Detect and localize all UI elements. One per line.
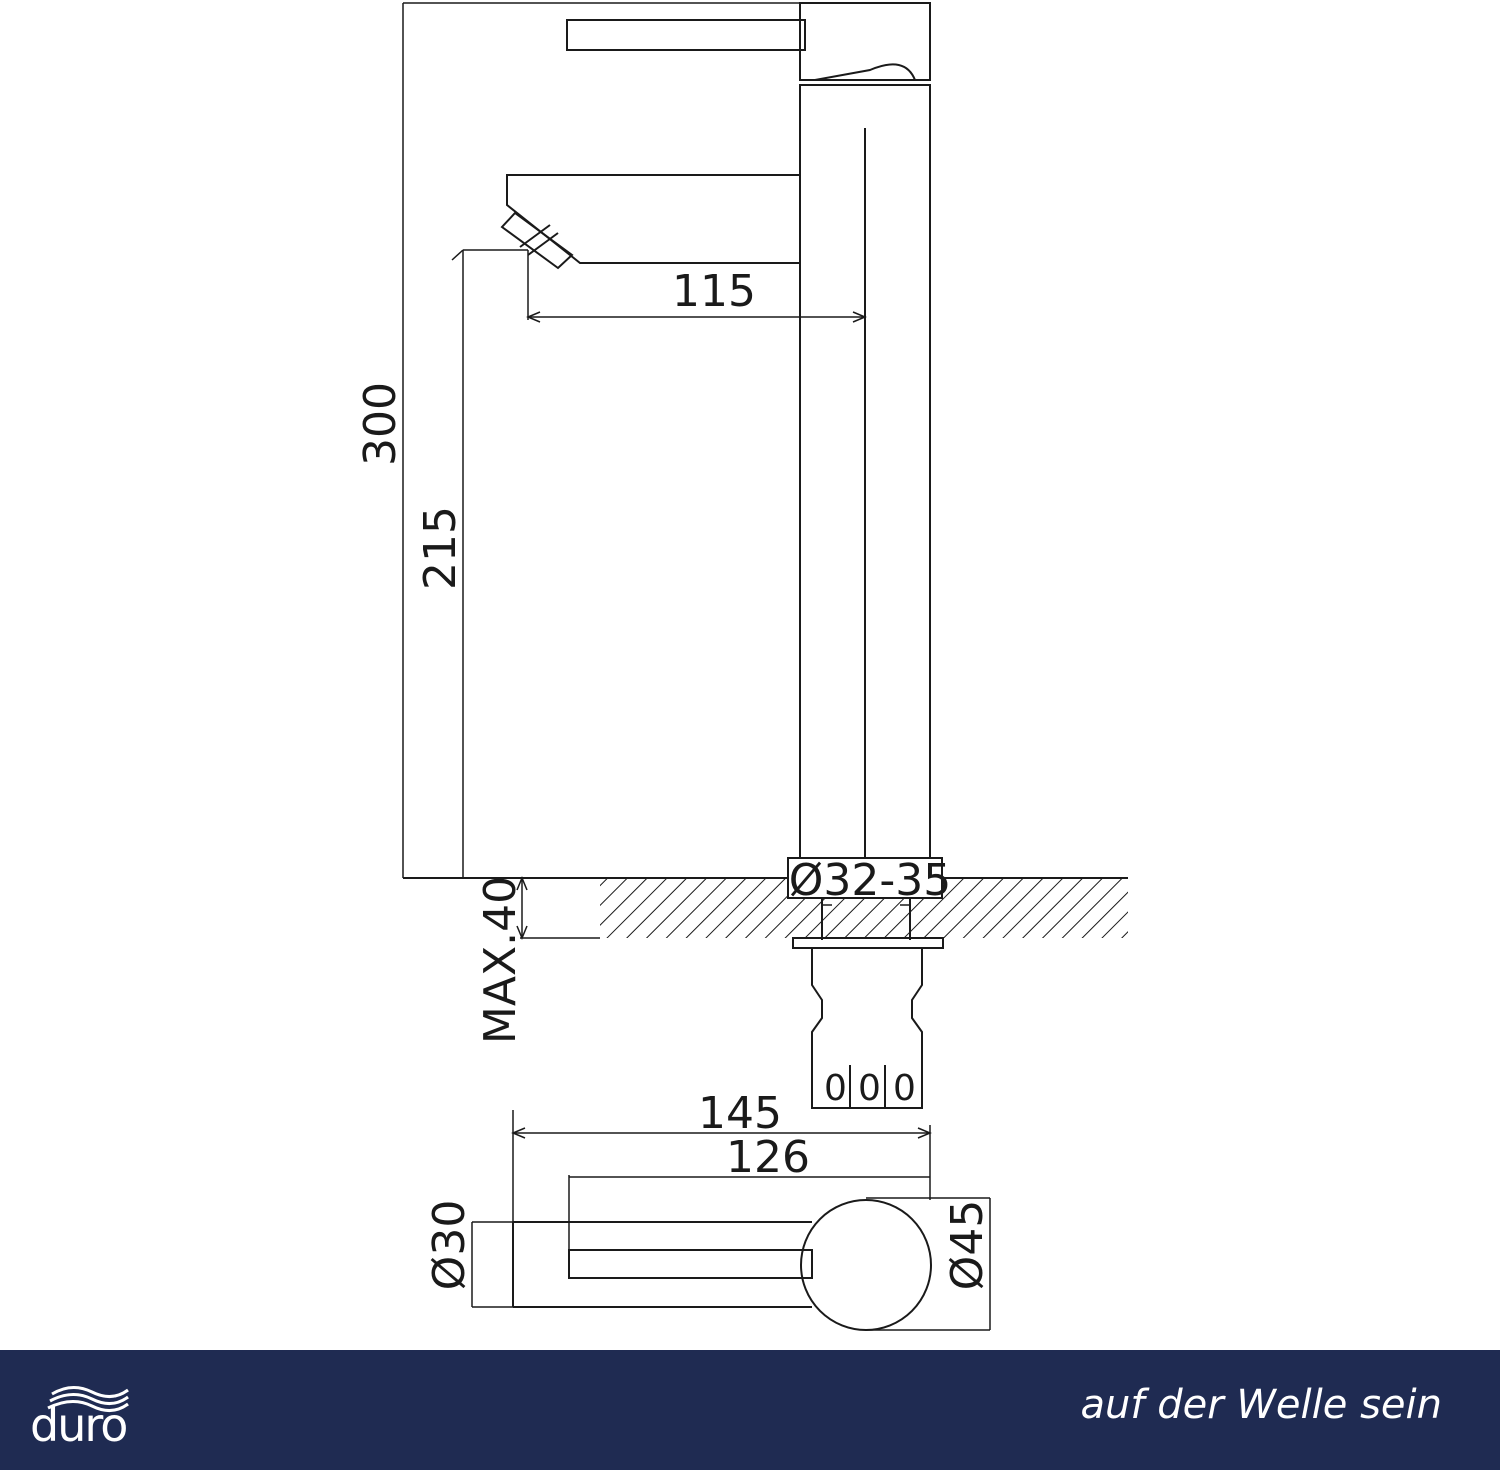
- brand-slogan: auf der Welle sein: [1080, 1382, 1442, 1428]
- base-flange: Ø32-35: [787, 855, 952, 940]
- dimension-spout-reach: 115: [526, 250, 867, 323]
- dim-300-label: 300: [355, 382, 406, 466]
- dim-hole-diameter-label: Ø32-35: [789, 855, 952, 906]
- connector-mark-2: 0: [858, 1068, 881, 1109]
- wave-icon: [47, 1386, 129, 1412]
- faucet-body: [799, 84, 931, 859]
- dimension-total-height: 300: [355, 2, 800, 879]
- brand-footer: duro auf der Welle sein: [0, 1350, 1500, 1470]
- dim-115-label: 115: [672, 266, 756, 317]
- connector-mark-3: 0: [893, 1068, 916, 1109]
- dim-spout-diameter-label: Ø30: [424, 1200, 475, 1291]
- dim-126-label: 126: [726, 1132, 810, 1183]
- dimension-spout-height: 215: [415, 249, 528, 878]
- fixing-shank: 0 0 0: [792, 937, 944, 1109]
- connector-mark-1: 0: [824, 1068, 847, 1109]
- brand-logo-text: duro: [30, 1398, 128, 1452]
- top-view: 145 126 Ø30 Ø45: [424, 1088, 993, 1331]
- handle-lever: [566, 2, 931, 81]
- dim-145-label: 145: [698, 1088, 782, 1139]
- dimension-max-deck: MAX.40: [475, 876, 528, 1044]
- spout: [500, 174, 800, 270]
- technical-drawing: 300 215 115 Ø32-35 MAX.40: [355, 2, 1128, 1331]
- dim-215-label: 215: [415, 506, 466, 590]
- dim-max40-label: MAX.40: [475, 876, 526, 1044]
- dim-body-diameter-label: Ø45: [942, 1200, 993, 1291]
